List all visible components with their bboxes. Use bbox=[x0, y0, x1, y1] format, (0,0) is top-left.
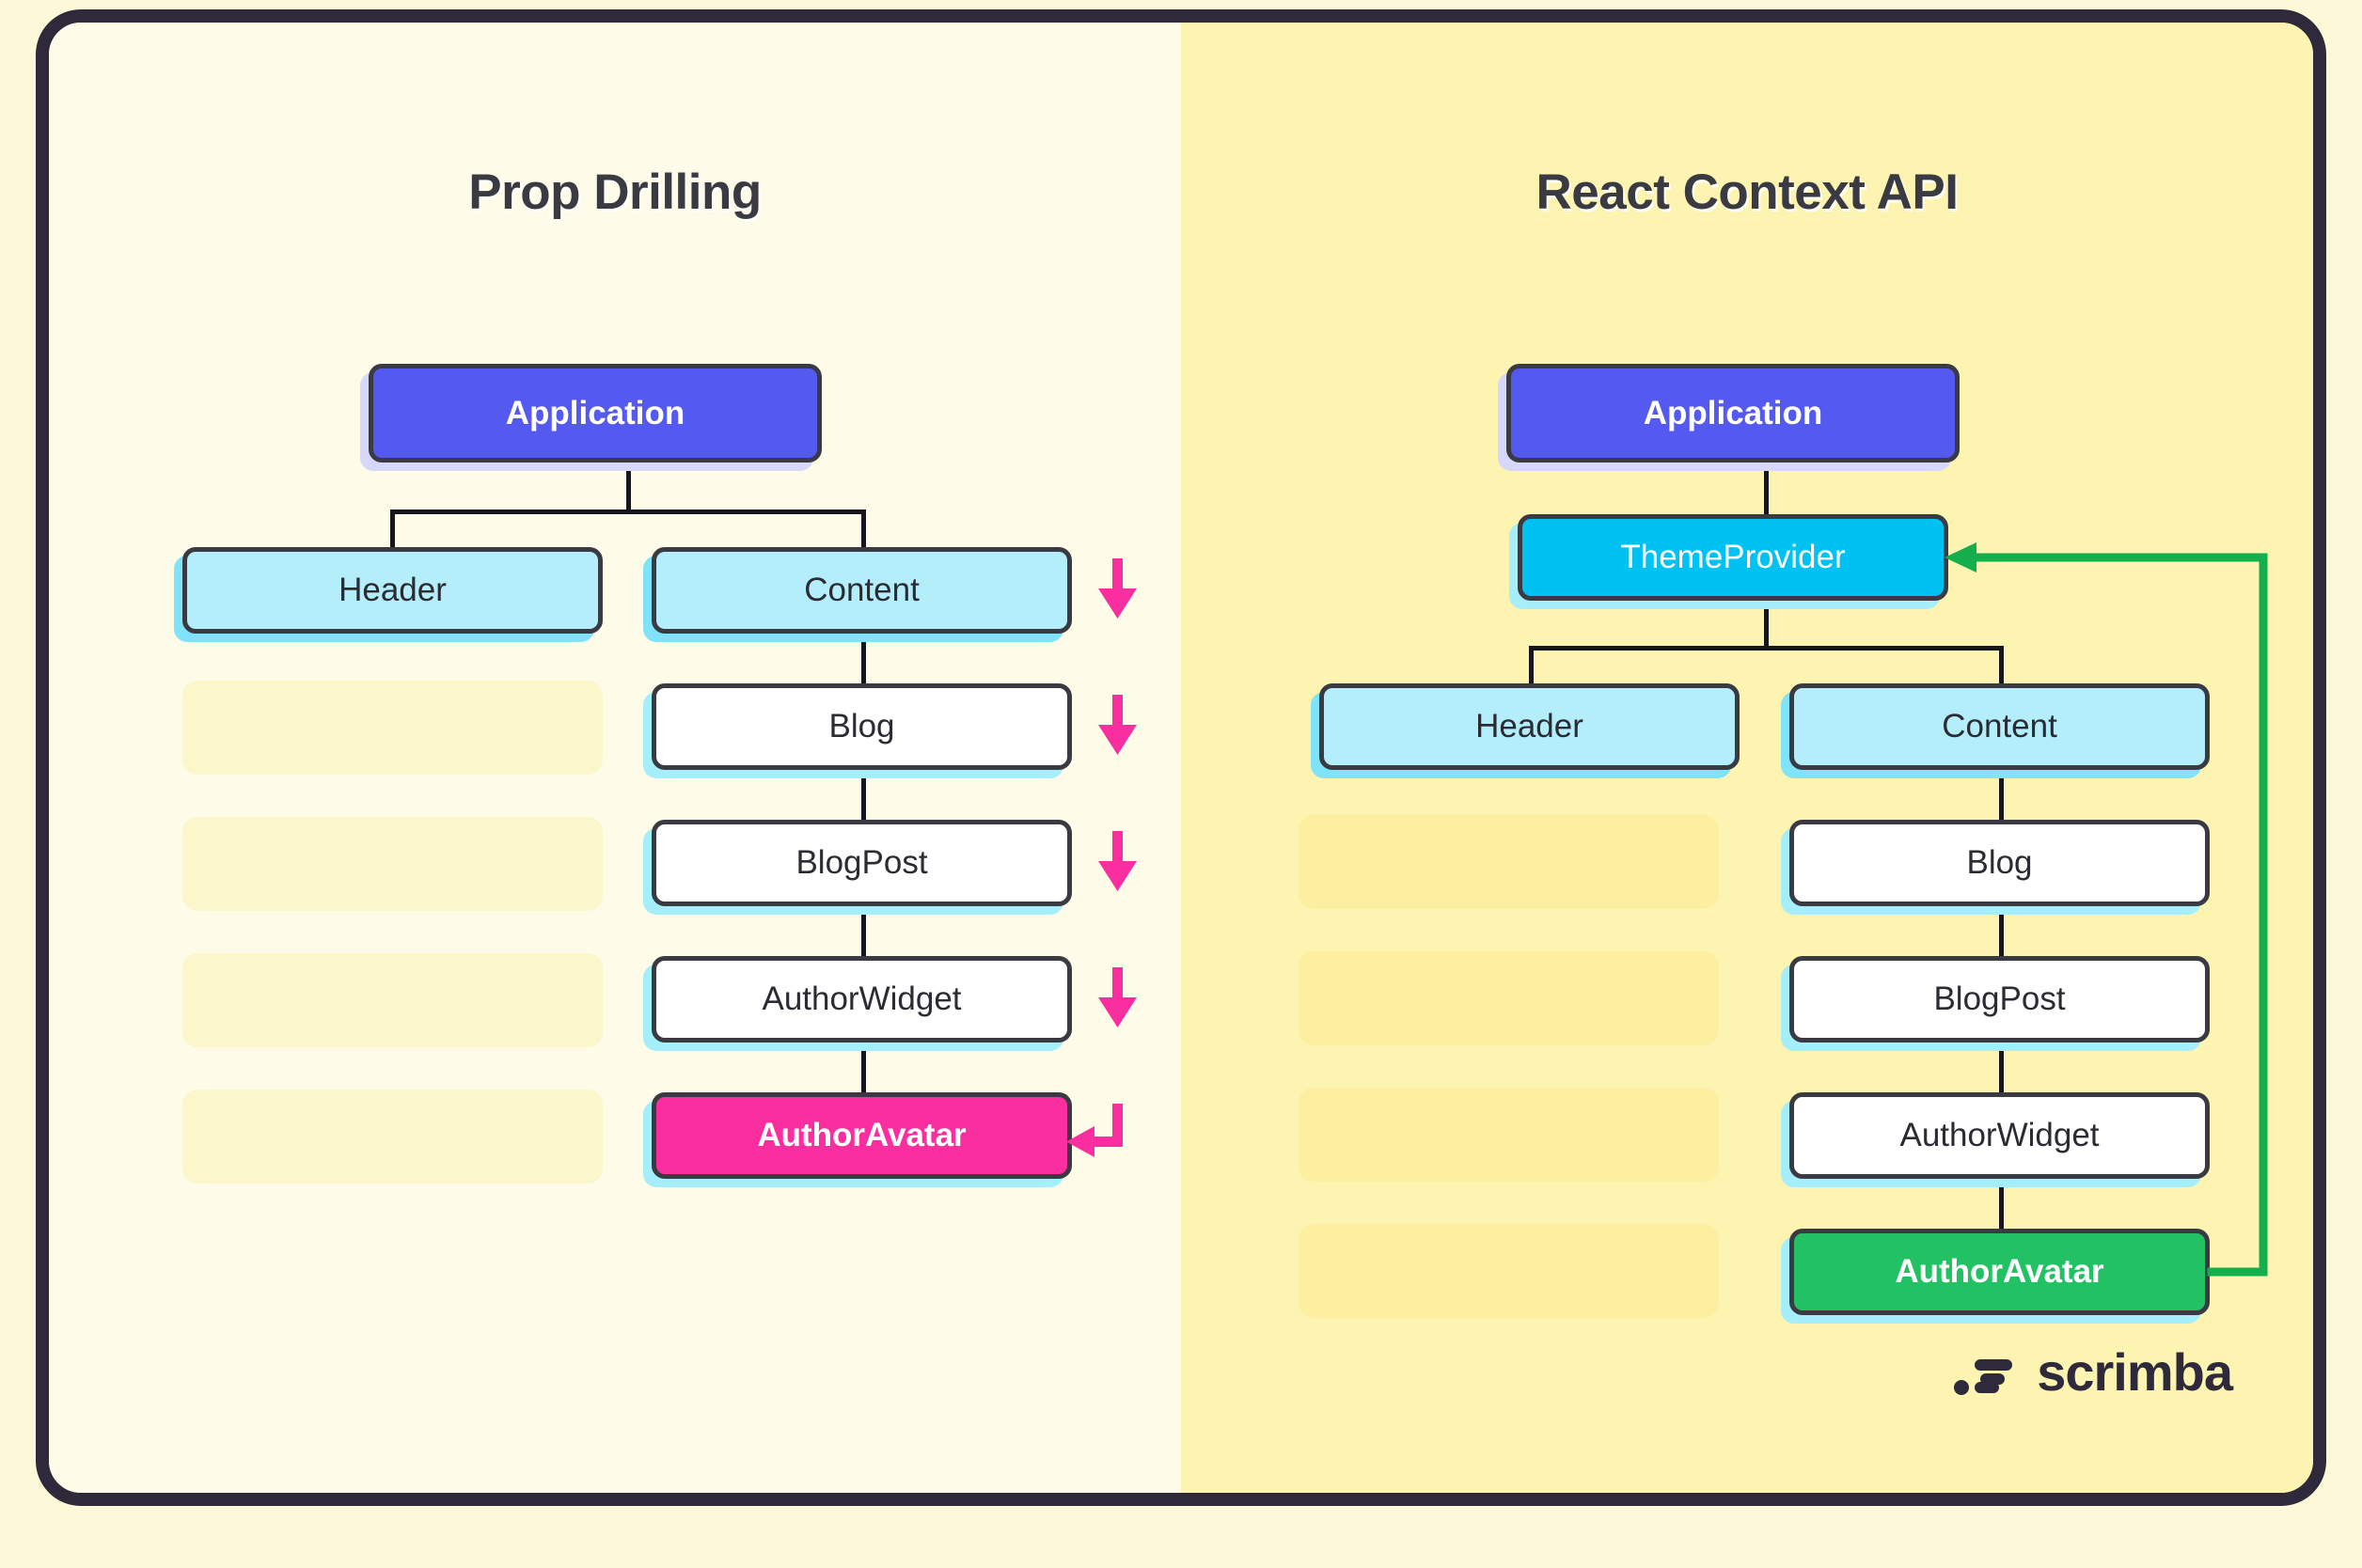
ghost-slot bbox=[1299, 815, 1719, 909]
node-application[interactable]: Application bbox=[369, 364, 822, 463]
connector-line bbox=[861, 1041, 866, 1093]
scrimba-mark-icon bbox=[1954, 1358, 2013, 1395]
ghost-slot bbox=[1299, 1224, 1719, 1318]
connector-line bbox=[1999, 1041, 2004, 1093]
node-label: Blog bbox=[1966, 844, 2033, 881]
connector-line bbox=[1529, 646, 2004, 651]
node-authoravatar[interactable]: AuthorAvatar bbox=[1789, 1229, 2210, 1315]
connector-line bbox=[1999, 646, 2004, 683]
panel-title-prop-drilling: Prop Drilling bbox=[468, 165, 762, 220]
connector-line bbox=[861, 632, 866, 684]
scrimba-logo: scrimba bbox=[1954, 1341, 2233, 1403]
node-authorwidget[interactable]: AuthorWidget bbox=[652, 956, 1072, 1043]
node-blogpost[interactable]: BlogPost bbox=[652, 820, 1072, 906]
connector-line bbox=[1764, 601, 1769, 651]
node-label: ThemeProvider bbox=[1620, 539, 1846, 575]
node-label: Content bbox=[1942, 708, 2057, 745]
node-authoravatar[interactable]: AuthorAvatar bbox=[652, 1092, 1072, 1179]
connector-line bbox=[1999, 904, 2004, 957]
node-label: Blog bbox=[828, 708, 895, 745]
node-blog[interactable]: Blog bbox=[652, 683, 1072, 770]
scrimba-wordmark: scrimba bbox=[2037, 1342, 2233, 1402]
ghost-slot bbox=[1299, 951, 1719, 1045]
arrow-elbow-left-icon bbox=[1066, 1104, 1123, 1157]
node-content[interactable]: Content bbox=[652, 547, 1072, 634]
node-label: AuthorAvatar bbox=[757, 1117, 967, 1153]
panel-title-react-context-api: React Context API bbox=[1535, 165, 1959, 220]
node-label: Content bbox=[804, 572, 920, 608]
diagram-frame: Prop Drilling Application Header Cont bbox=[36, 9, 2326, 1506]
node-label: BlogPost bbox=[1933, 980, 2066, 1017]
node-label: Application bbox=[505, 394, 685, 431]
panel-prop-drilling: Prop Drilling Application Header Cont bbox=[49, 23, 1181, 1493]
node-authorwidget[interactable]: AuthorWidget bbox=[1789, 1092, 2210, 1179]
node-label: Header bbox=[339, 572, 447, 608]
ghost-slot bbox=[182, 1090, 603, 1184]
connector-line bbox=[861, 904, 866, 957]
node-header[interactable]: Header bbox=[1319, 683, 1740, 770]
connector-line bbox=[1764, 463, 1769, 514]
ghost-slot bbox=[182, 953, 603, 1047]
connector-line bbox=[1999, 768, 2004, 821]
connector-line bbox=[861, 510, 866, 547]
node-header[interactable]: Header bbox=[182, 547, 603, 634]
ghost-slot bbox=[1299, 1088, 1719, 1182]
node-content[interactable]: Content bbox=[1789, 683, 2210, 770]
ghost-slot bbox=[182, 681, 603, 775]
arrow-down-icon bbox=[1098, 558, 1137, 1027]
node-label: Application bbox=[1643, 394, 1823, 431]
node-application[interactable]: Application bbox=[1506, 364, 1960, 463]
connector-line bbox=[390, 510, 395, 547]
connector-line bbox=[390, 510, 866, 514]
node-label: AuthorWidget bbox=[1899, 1117, 2100, 1153]
node-themeprovider[interactable]: ThemeProvider bbox=[1518, 514, 1948, 601]
connector-line bbox=[626, 463, 631, 513]
connector-line bbox=[861, 768, 866, 821]
node-label: AuthorAvatar bbox=[1895, 1253, 2104, 1290]
ghost-slot bbox=[182, 817, 603, 911]
node-blogpost[interactable]: BlogPost bbox=[1789, 956, 2210, 1043]
node-label: AuthorWidget bbox=[762, 980, 962, 1017]
node-label: Header bbox=[1475, 708, 1583, 745]
connector-line bbox=[1529, 646, 1534, 683]
node-blog[interactable]: Blog bbox=[1789, 820, 2210, 906]
connector-line bbox=[1999, 1177, 2004, 1230]
panel-react-context-api: React Context API Application ThemeProvi… bbox=[1181, 23, 2313, 1493]
node-label: BlogPost bbox=[795, 844, 928, 881]
